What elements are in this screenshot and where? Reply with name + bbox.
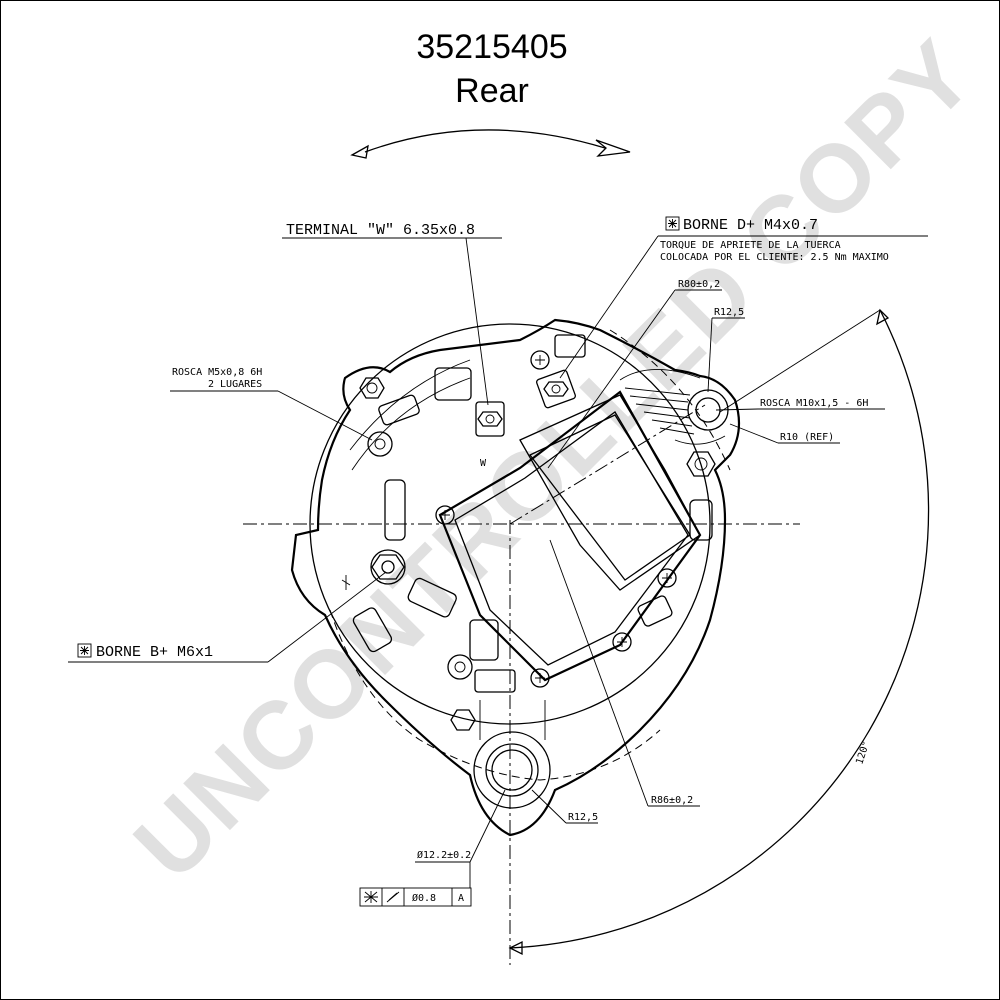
center-lines [243,404,800,965]
leader-r80: R80±0,2 [547,279,722,469]
datum-label: A [458,893,464,904]
leader-terminal-w: TERMINAL "W" 6.35x0.8 [282,222,502,406]
leader-dia-12-2: Ø12.2±0.2 [415,789,506,888]
label-r10-ref: R10 (REF) [780,432,834,443]
label-rosca-m5-1: ROSCA M5x0,8 6H [172,367,262,378]
part-number-title: 35215405 [416,28,567,66]
hex-bolt-icon [450,709,476,731]
m5-thread-hole [367,431,393,457]
leader-r12-5-bottom: R12,5 [531,789,598,824]
screw-icon [530,350,550,370]
view-title: Rear [455,72,529,110]
leader-rosca-m5: ROSCA M5x0,8 6H 2 LUGARES [170,367,373,441]
hex-bolts [359,377,716,731]
angle-label: 120° [854,740,872,766]
rotation-arrow [350,129,631,159]
label-r86: R86±0,2 [651,795,693,806]
m5-thread-hole-2 [447,654,473,680]
upper-mounting-ear [619,369,729,445]
leader-borne-b-plus: BORNE B+ M6x1 [68,571,387,663]
label-borne-d-plus: BORNE D+ M4x0.7 [683,217,818,234]
special-characteristic-icon [364,891,378,903]
label-rosca-m5-2: 2 LUGARES [208,379,262,390]
screw-icon [435,505,455,525]
label-torque-2: COLOCADA POR EL CLIENTE: 2.5 Nm MAXIMO [660,252,889,263]
label-borne-b-plus: BORNE B+ M6x1 [96,644,213,661]
terminal-w-letter: W [480,458,487,469]
terminal-w-stud: W [475,401,505,469]
tolerance-value: Ø0.8 [412,892,436,904]
leader-borne-d-plus: BORNE D+ M4x0.7 TORQUE DE APRIETE DE LA … [559,216,928,379]
hex-bolt-icon [359,377,385,399]
terminal-b-plus-stud [341,549,406,590]
screw-icon [530,668,550,688]
runout-icon [386,891,400,903]
label-rosca-m10: ROSCA M10x1,5 - 6H [760,398,868,409]
terminal-d-plus-stud [536,369,576,409]
screw-icon [612,632,632,652]
label-dia-12-2: Ø12.2±0.2 [417,849,471,861]
leader-r10-ref: R10 (REF) [729,423,840,444]
leader-rosca-m10: ROSCA M10x1,5 - 6H [715,398,885,411]
leader-r86: R86±0,2 [549,539,700,807]
label-r12-5-bottom: R12,5 [568,812,598,823]
leader-r12-5-top: R12,5 [707,307,745,393]
regulator-plate [438,390,702,682]
hex-bolt-icon [686,451,716,477]
lower-mounting-ear [473,700,551,809]
screw-icon [657,568,677,588]
alternator-housing [290,318,741,837]
mounting-screws [435,350,677,688]
label-torque-1: TORQUE DE APRIETE DE LA TUERCA [660,240,841,251]
label-r12-5-top: R12,5 [714,307,744,318]
feature-control-frame: Ø0.8 A [359,887,472,907]
label-terminal-w: TERMINAL "W" 6.35x0.8 [286,222,475,239]
label-r80: R80±0,2 [678,279,720,290]
